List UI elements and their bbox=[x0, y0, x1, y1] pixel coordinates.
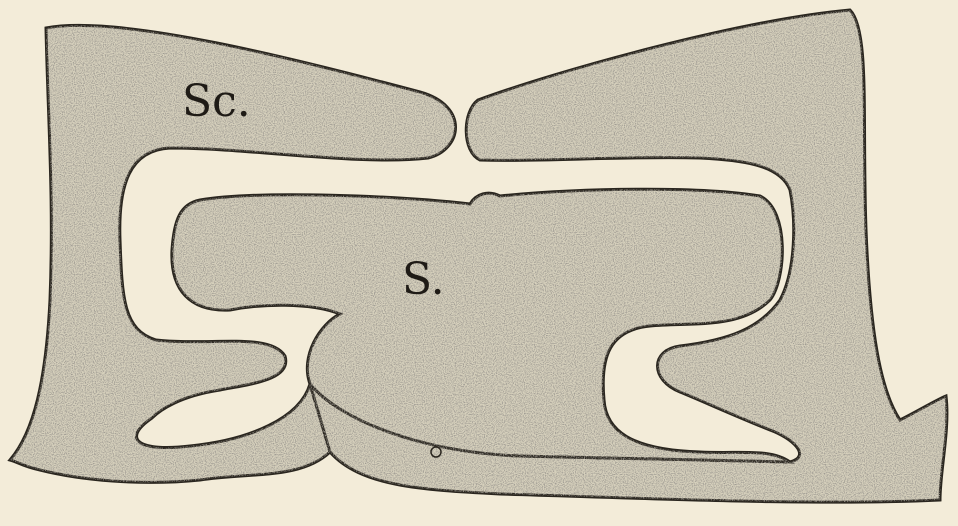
label-sc: Sc. bbox=[182, 76, 251, 127]
label-s: S. bbox=[402, 254, 445, 305]
